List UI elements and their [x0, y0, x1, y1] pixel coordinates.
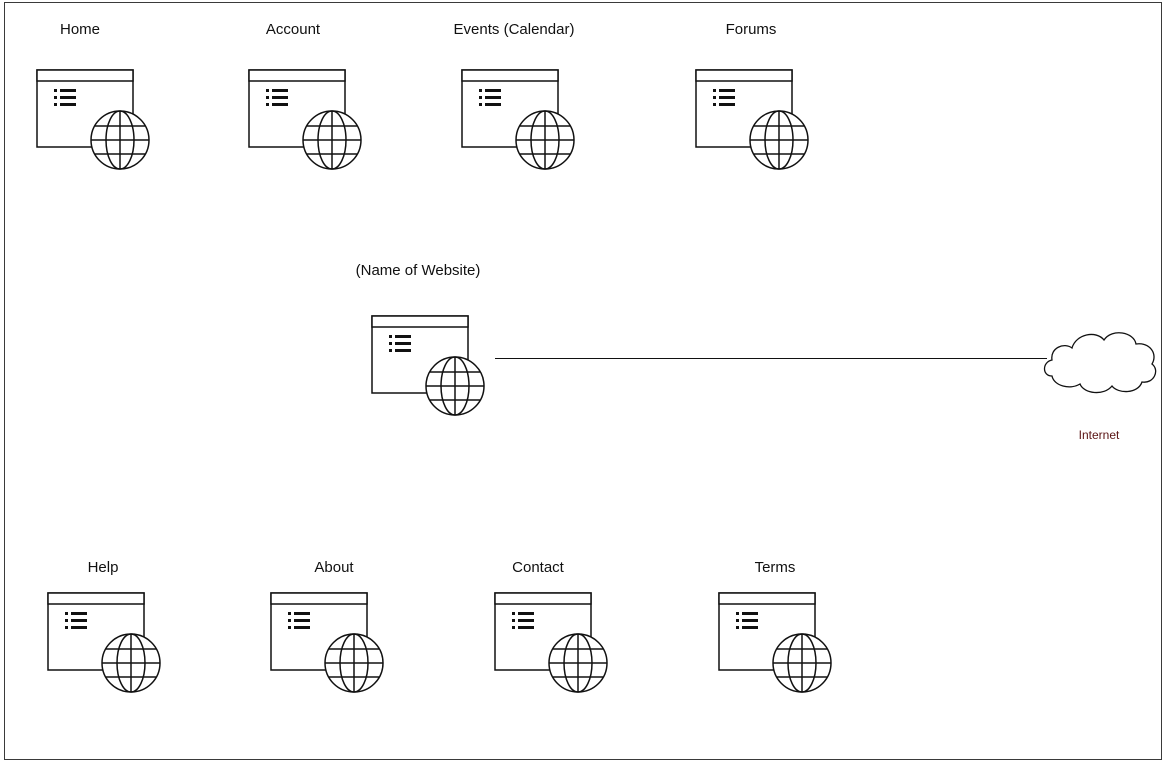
page-label-forums: Forums	[725, 21, 777, 38]
web-page-icon	[718, 592, 834, 696]
web-page-icon	[47, 592, 163, 696]
internet-label: Internet	[1078, 428, 1120, 442]
cloud-icon	[1040, 326, 1160, 396]
web-page-icon	[248, 69, 364, 173]
web-page-icon	[36, 69, 152, 173]
page-label-about: About	[314, 559, 354, 576]
web-page-icon	[461, 69, 577, 173]
page-label-home: Home	[59, 21, 101, 38]
connector-line	[495, 358, 1047, 359]
page-label-events: Events (Calendar)	[453, 21, 575, 38]
page-label-account: Account	[265, 21, 321, 38]
page-label-contact: Contact	[512, 559, 564, 576]
website-name-label: (Name of Website)	[355, 262, 481, 279]
web-page-icon	[494, 592, 610, 696]
page-label-terms: Terms	[754, 559, 796, 576]
diagram-canvas	[4, 2, 1162, 760]
web-page-icon	[695, 69, 811, 173]
web-page-icon	[371, 315, 487, 419]
page-label-help: Help	[87, 559, 119, 576]
web-page-icon	[270, 592, 386, 696]
